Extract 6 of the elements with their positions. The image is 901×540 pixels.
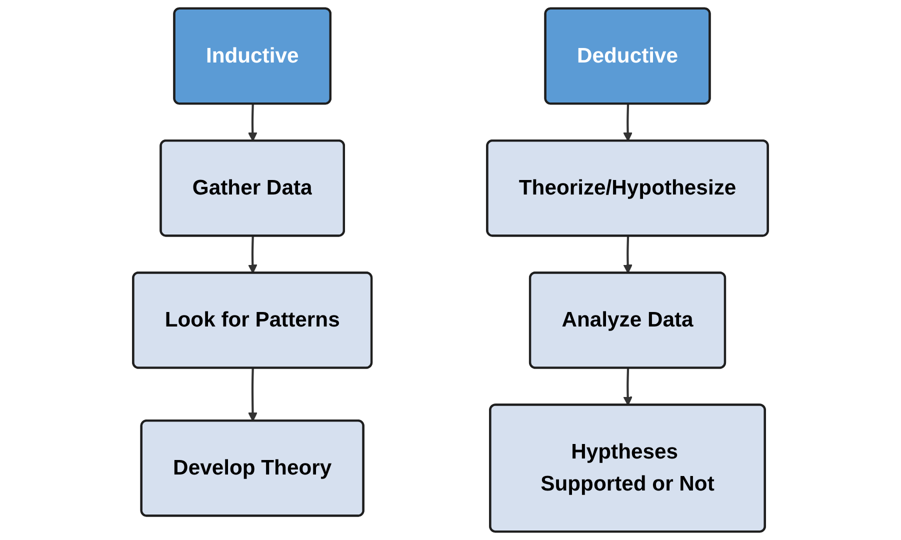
arrow — [248, 104, 258, 142]
arrow — [248, 236, 258, 274]
arrow — [248, 368, 258, 422]
arrow — [623, 368, 632, 406]
arrow — [623, 104, 632, 142]
arrow — [623, 236, 632, 274]
